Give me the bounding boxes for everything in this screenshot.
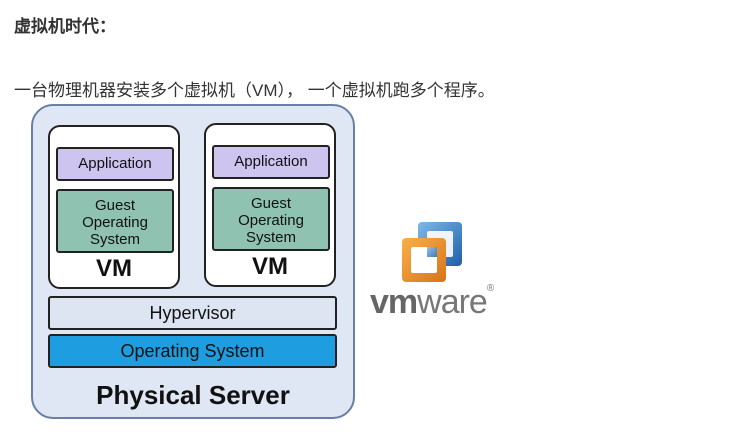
- guest-os-line: Guest: [94, 197, 136, 214]
- vm-box-1: Application Guest Operating System VM: [48, 125, 180, 289]
- application-layer: Application: [56, 147, 174, 181]
- guest-os-line: System: [245, 229, 296, 246]
- guest-os-line: Operating: [82, 214, 148, 231]
- application-layer: Application: [212, 145, 330, 179]
- guest-os-layer: Guest Operating System: [56, 189, 174, 253]
- vmware-logo-text: vmware®: [370, 283, 494, 322]
- logo-vm: vm: [370, 283, 418, 321]
- vm-label: VM: [252, 253, 288, 280]
- guest-os-line: System: [89, 231, 140, 248]
- logo-registered: ®: [486, 283, 494, 294]
- guest-os-line: Guest: [250, 195, 292, 212]
- operating-system-layer: Operating System: [48, 334, 337, 368]
- logo-ware: ware: [417, 283, 488, 321]
- guest-os-layer: Guest Operating System: [212, 187, 330, 251]
- physical-server-diagram: Application Guest Operating System VM Ap…: [31, 104, 355, 419]
- vm-label: VM: [96, 255, 132, 282]
- vm-box-2: Application Guest Operating System VM: [204, 123, 336, 287]
- page-heading: 虚拟机时代：: [14, 17, 116, 36]
- guest-os-line: Operating: [238, 212, 304, 229]
- vmware-logo-icon: [402, 222, 462, 282]
- hypervisor-layer: Hypervisor: [48, 296, 337, 330]
- intro-paragraph: 一台物理机器安装多个虚拟机（VM）， 一个虚拟机跑多个程序。: [14, 81, 495, 100]
- physical-server-label: Physical Server: [96, 380, 290, 410]
